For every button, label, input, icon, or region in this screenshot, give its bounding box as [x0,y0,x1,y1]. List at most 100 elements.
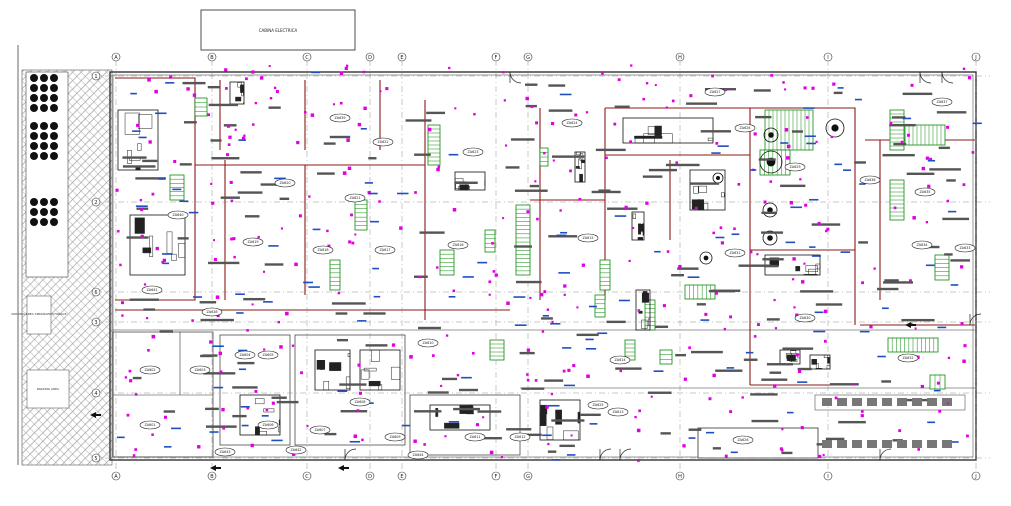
annotation-mark [745,351,754,354]
tag-marker [275,90,279,94]
label-bar [208,261,240,265]
label-bar [331,302,366,305]
equipment-unit [934,254,950,281]
tag-marker [162,258,166,263]
tag-marker [543,290,547,293]
doors [90,71,982,471]
tag-marker [229,180,233,184]
room-tag-label: ZA602 [144,368,155,372]
label-bar [753,89,771,92]
annotation-mark [902,117,912,120]
room-tag-label: ZA621 [349,196,360,200]
machinery [129,214,186,276]
label-bar [505,166,520,169]
tag-marker [354,233,357,236]
room-tag-label: ZA603 [194,368,205,372]
label-bars [122,81,970,455]
tag-marker [140,234,144,239]
label-bar [339,383,367,386]
label-bar [244,215,260,218]
tag-marker [638,409,641,413]
tag-marker [436,266,439,269]
tag-marker [134,448,138,451]
tag-marker [711,74,714,78]
tag-marker [741,396,744,399]
label-bar [811,223,841,226]
annotation-mark [357,320,367,322]
annotation-mark [448,153,459,156]
equipment-unit [439,249,455,276]
tag-marker [770,74,773,77]
annotation-mark [513,296,526,298]
annotation-mark [834,163,842,166]
tag-marker [574,113,578,117]
annotation-mark [786,411,794,414]
tag-marker [259,76,264,80]
annotation-mark [881,307,889,310]
tank [50,84,58,92]
grid-bubble [207,471,217,481]
tag-marker [825,229,828,233]
tag-marker [749,250,753,254]
tag-marker [619,369,623,373]
room-tag: ZA608 [349,397,371,407]
tag-marker [251,303,254,306]
annotation-mark [804,135,816,138]
label-bar [825,437,845,441]
grid-label-column: B [210,55,214,61]
tag-marker [251,123,255,126]
label-bar [648,168,677,172]
label-bar [700,130,731,133]
room-tag-label: ZA614 [614,358,625,362]
annotation-mark [312,228,321,231]
tag-marker [683,377,688,381]
tag-marker [296,140,300,145]
grid-bubble [91,71,101,81]
room-tag: ZA613 [607,407,629,417]
label-bar [655,325,669,328]
tag-marker [440,384,443,387]
tag-marker [363,106,367,111]
storage-slot [867,440,877,448]
tag-marker [379,90,382,93]
tag-marker [550,392,554,396]
tag-marker [929,157,933,161]
label-bar [205,425,237,428]
label-bar [458,388,478,392]
tag-marker [805,116,809,119]
grid-label-column: I [827,55,828,61]
tag-marker [782,81,785,84]
storage-slot [837,440,847,448]
tank [30,218,38,226]
tag-marker [889,122,893,125]
label-bar [323,142,336,145]
room-tag-label: ZA617 [379,248,390,252]
label-bar [901,318,935,322]
entry-arrow [210,465,221,471]
tag-marker [737,183,741,186]
label-bar [800,290,834,293]
storage-slot [942,398,952,406]
tag-marker [494,273,498,277]
grid-label-row: 2 [94,200,97,206]
tag-marker [427,127,432,132]
label-bar [781,451,793,455]
storage-slot [897,398,907,406]
parking-note-lower: PARKING AREA [37,387,60,391]
tag-marker [339,71,344,75]
room-tag-label: ZA611 [469,435,480,439]
room-tag-label: ZA608 [354,400,365,404]
annotation-mark [238,368,247,371]
label-bar [317,172,335,175]
annotation-mark [268,245,279,247]
machinery [779,349,801,365]
annotation-mark [274,177,286,180]
label-bar [647,391,672,394]
equipment-unit [764,109,814,151]
tag-marker [826,227,830,231]
tag-marker [962,183,966,187]
equipment-unit [515,204,531,276]
room-tag-label: ZA622 [377,140,388,144]
tag-marker [505,144,508,147]
room-tag: ZA615 [577,233,599,243]
